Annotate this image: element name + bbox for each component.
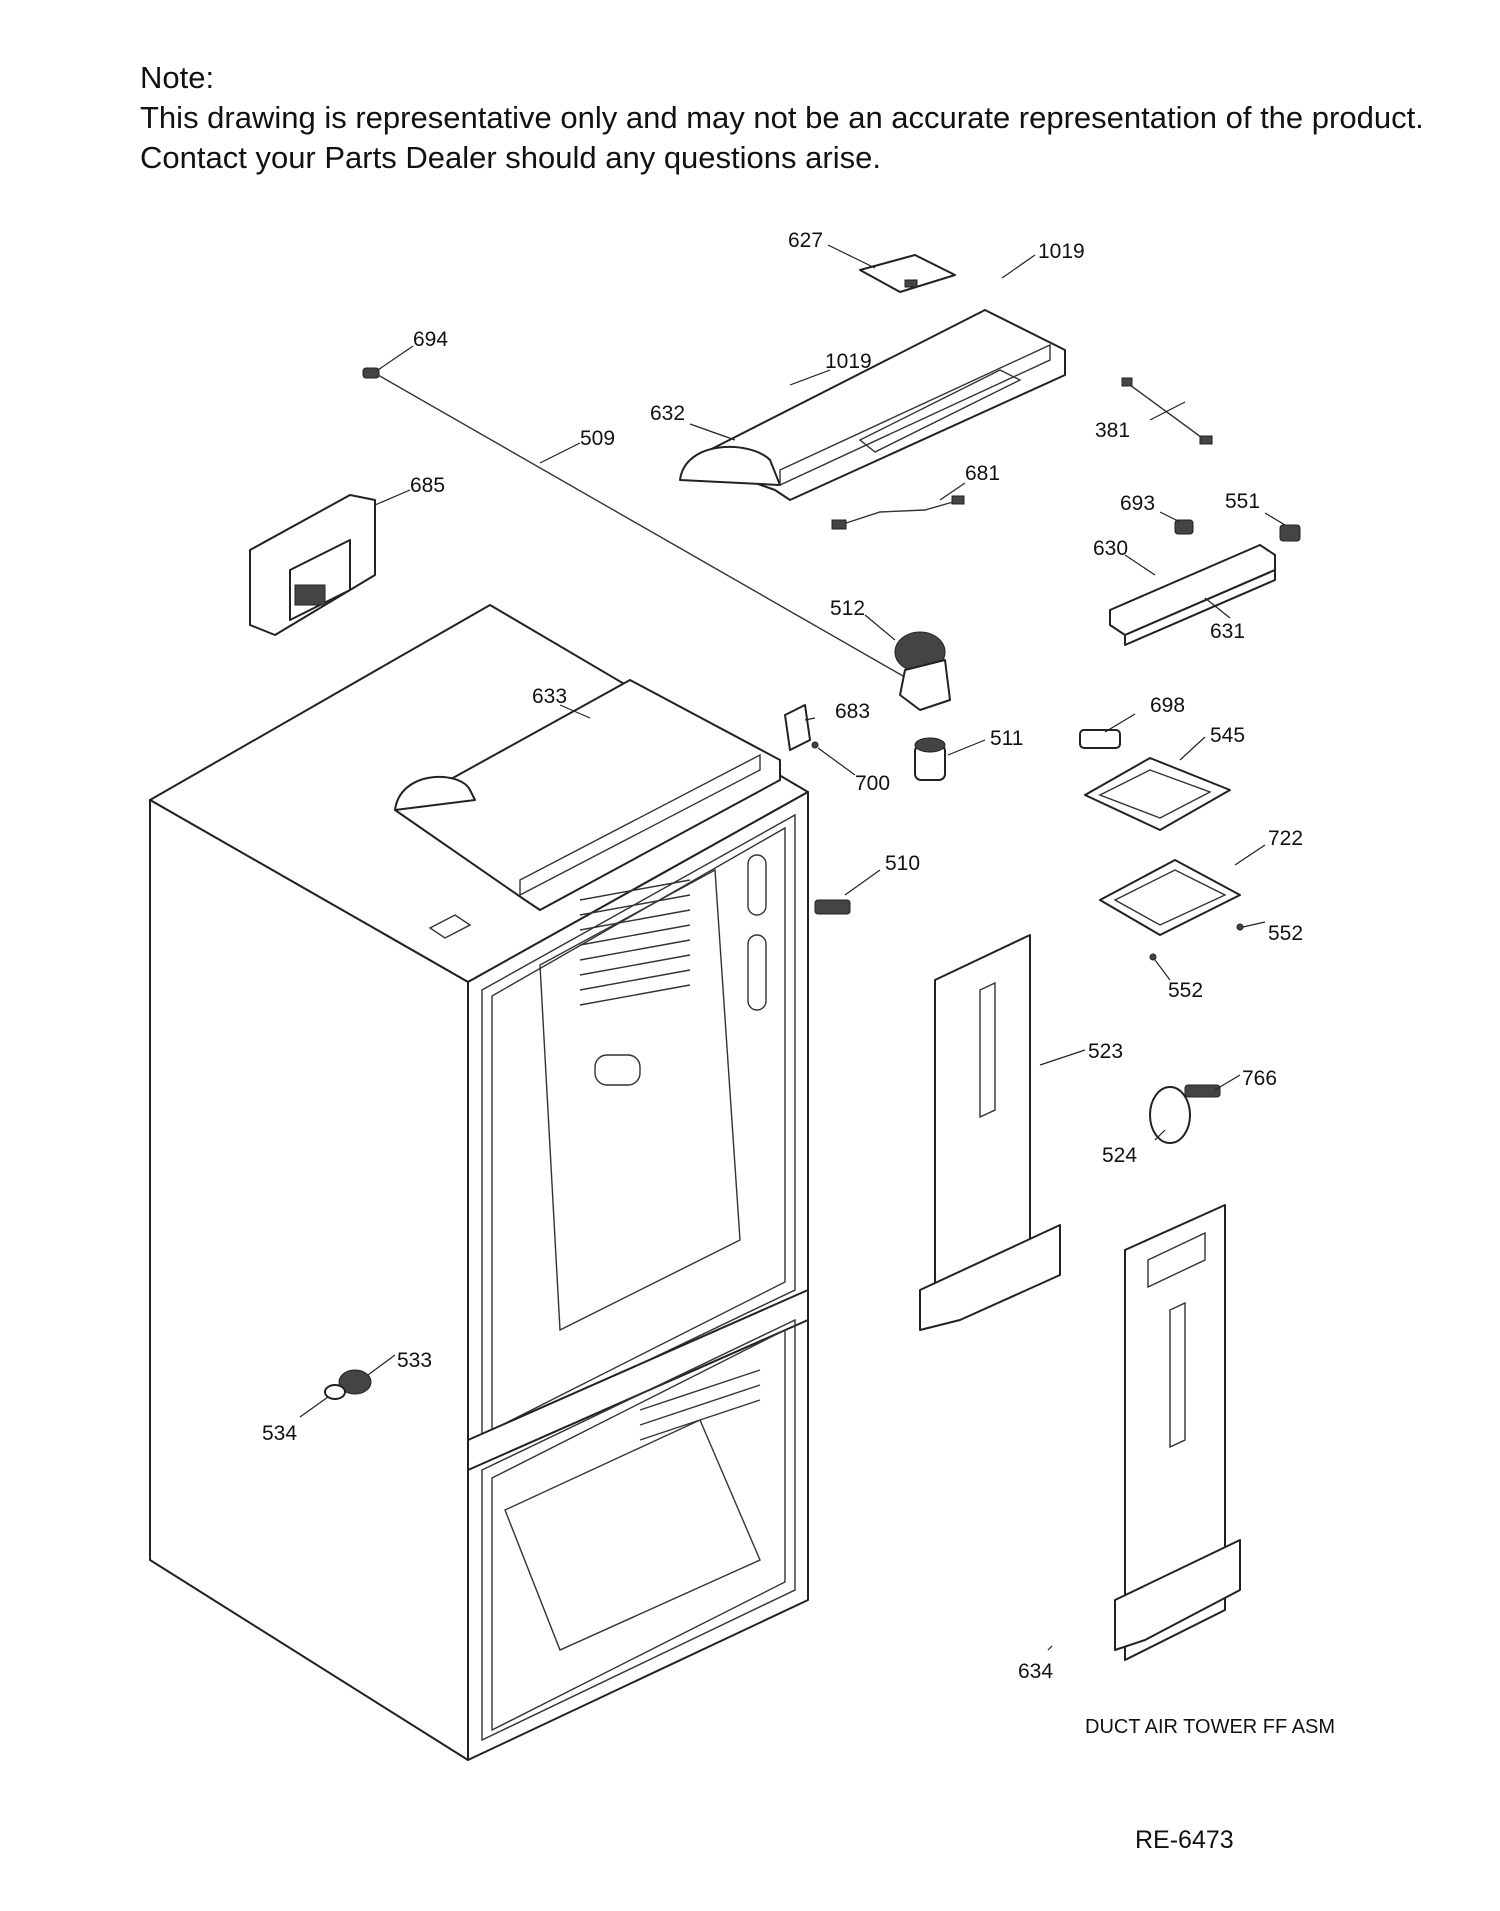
tray-722 <box>1099 859 1241 936</box>
sensor-rod-509 <box>362 367 911 681</box>
note-line-1: This drawing is representative only and … <box>140 100 1424 135</box>
control-housing-632 <box>679 309 1066 501</box>
bracket-683 <box>784 704 811 751</box>
label-524: 524 <box>1102 1144 1137 1167</box>
label-534: 534 <box>262 1422 297 1445</box>
label-693: 693 <box>1120 492 1155 515</box>
cabinet-shell <box>149 604 809 1761</box>
assembly-caption: DUCT AIR TOWER FF ASM <box>1085 1716 1335 1738</box>
part-534 <box>324 1384 346 1400</box>
label-381: 381 <box>1095 419 1130 442</box>
label-545: 545 <box>1210 724 1245 747</box>
note-heading: Note: <box>140 60 215 95</box>
part-524 <box>1149 1086 1191 1144</box>
label-633: 633 <box>532 685 567 708</box>
label-533: 533 <box>397 1349 432 1372</box>
label-551: 551 <box>1225 490 1260 513</box>
screw-552-b <box>1149 953 1157 961</box>
label-552-right: 552 <box>1268 922 1303 945</box>
label-698: 698 <box>1150 694 1185 717</box>
control-housing-633 <box>394 679 781 911</box>
part-693 <box>1174 519 1194 535</box>
label-634: 634 <box>1018 1660 1053 1683</box>
label-523: 523 <box>1088 1040 1123 1063</box>
label-722: 722 <box>1268 827 1303 850</box>
label-510: 510 <box>885 852 920 875</box>
fan-motor-512 <box>894 631 951 711</box>
control-board-630-631 <box>1109 544 1276 646</box>
label-632: 632 <box>650 402 685 425</box>
label-630: 630 <box>1093 537 1128 560</box>
wire-681 <box>831 495 965 530</box>
label-511: 511 <box>990 727 1023 750</box>
module-685 <box>249 494 376 636</box>
label-509: 509 <box>580 427 615 450</box>
light-assembly-545 <box>1079 729 1231 831</box>
label-694: 694 <box>413 328 448 351</box>
label-552-lower: 552 <box>1168 979 1203 1002</box>
note-line-2: Contact your Parts Dealer should any que… <box>140 140 881 175</box>
label-627: 627 <box>788 229 823 252</box>
duct-523 <box>919 934 1061 1331</box>
label-1019-top: 1019 <box>1038 240 1085 263</box>
part-766 <box>1184 1084 1221 1098</box>
label-766: 766 <box>1242 1067 1277 1090</box>
screw-552-a <box>1236 923 1244 931</box>
wire-harness-381 <box>1121 377 1213 445</box>
part-510 <box>814 899 851 915</box>
label-700: 700 <box>855 772 890 795</box>
label-1019-mid: 1019 <box>825 350 872 373</box>
label-512: 512 <box>830 597 865 620</box>
label-685: 685 <box>410 474 445 497</box>
screw-700 <box>811 741 819 749</box>
damper-511 <box>914 737 946 781</box>
label-631: 631 <box>1210 620 1245 643</box>
part-533 <box>338 1369 372 1395</box>
part-labels: 627 1019 694 1019 632 509 381 685 681 69… <box>262 229 1303 1683</box>
document-id: RE-6473 <box>1135 1826 1234 1854</box>
bracket-627 <box>859 254 956 293</box>
leader-lines <box>299 244 1286 1651</box>
duct-air-tower-634 <box>1114 1204 1241 1661</box>
label-681: 681 <box>965 462 1000 485</box>
part-551 <box>1279 524 1301 542</box>
disclaimer-note: Note: This drawing is representative onl… <box>140 58 1424 178</box>
label-683: 683 <box>835 700 870 723</box>
